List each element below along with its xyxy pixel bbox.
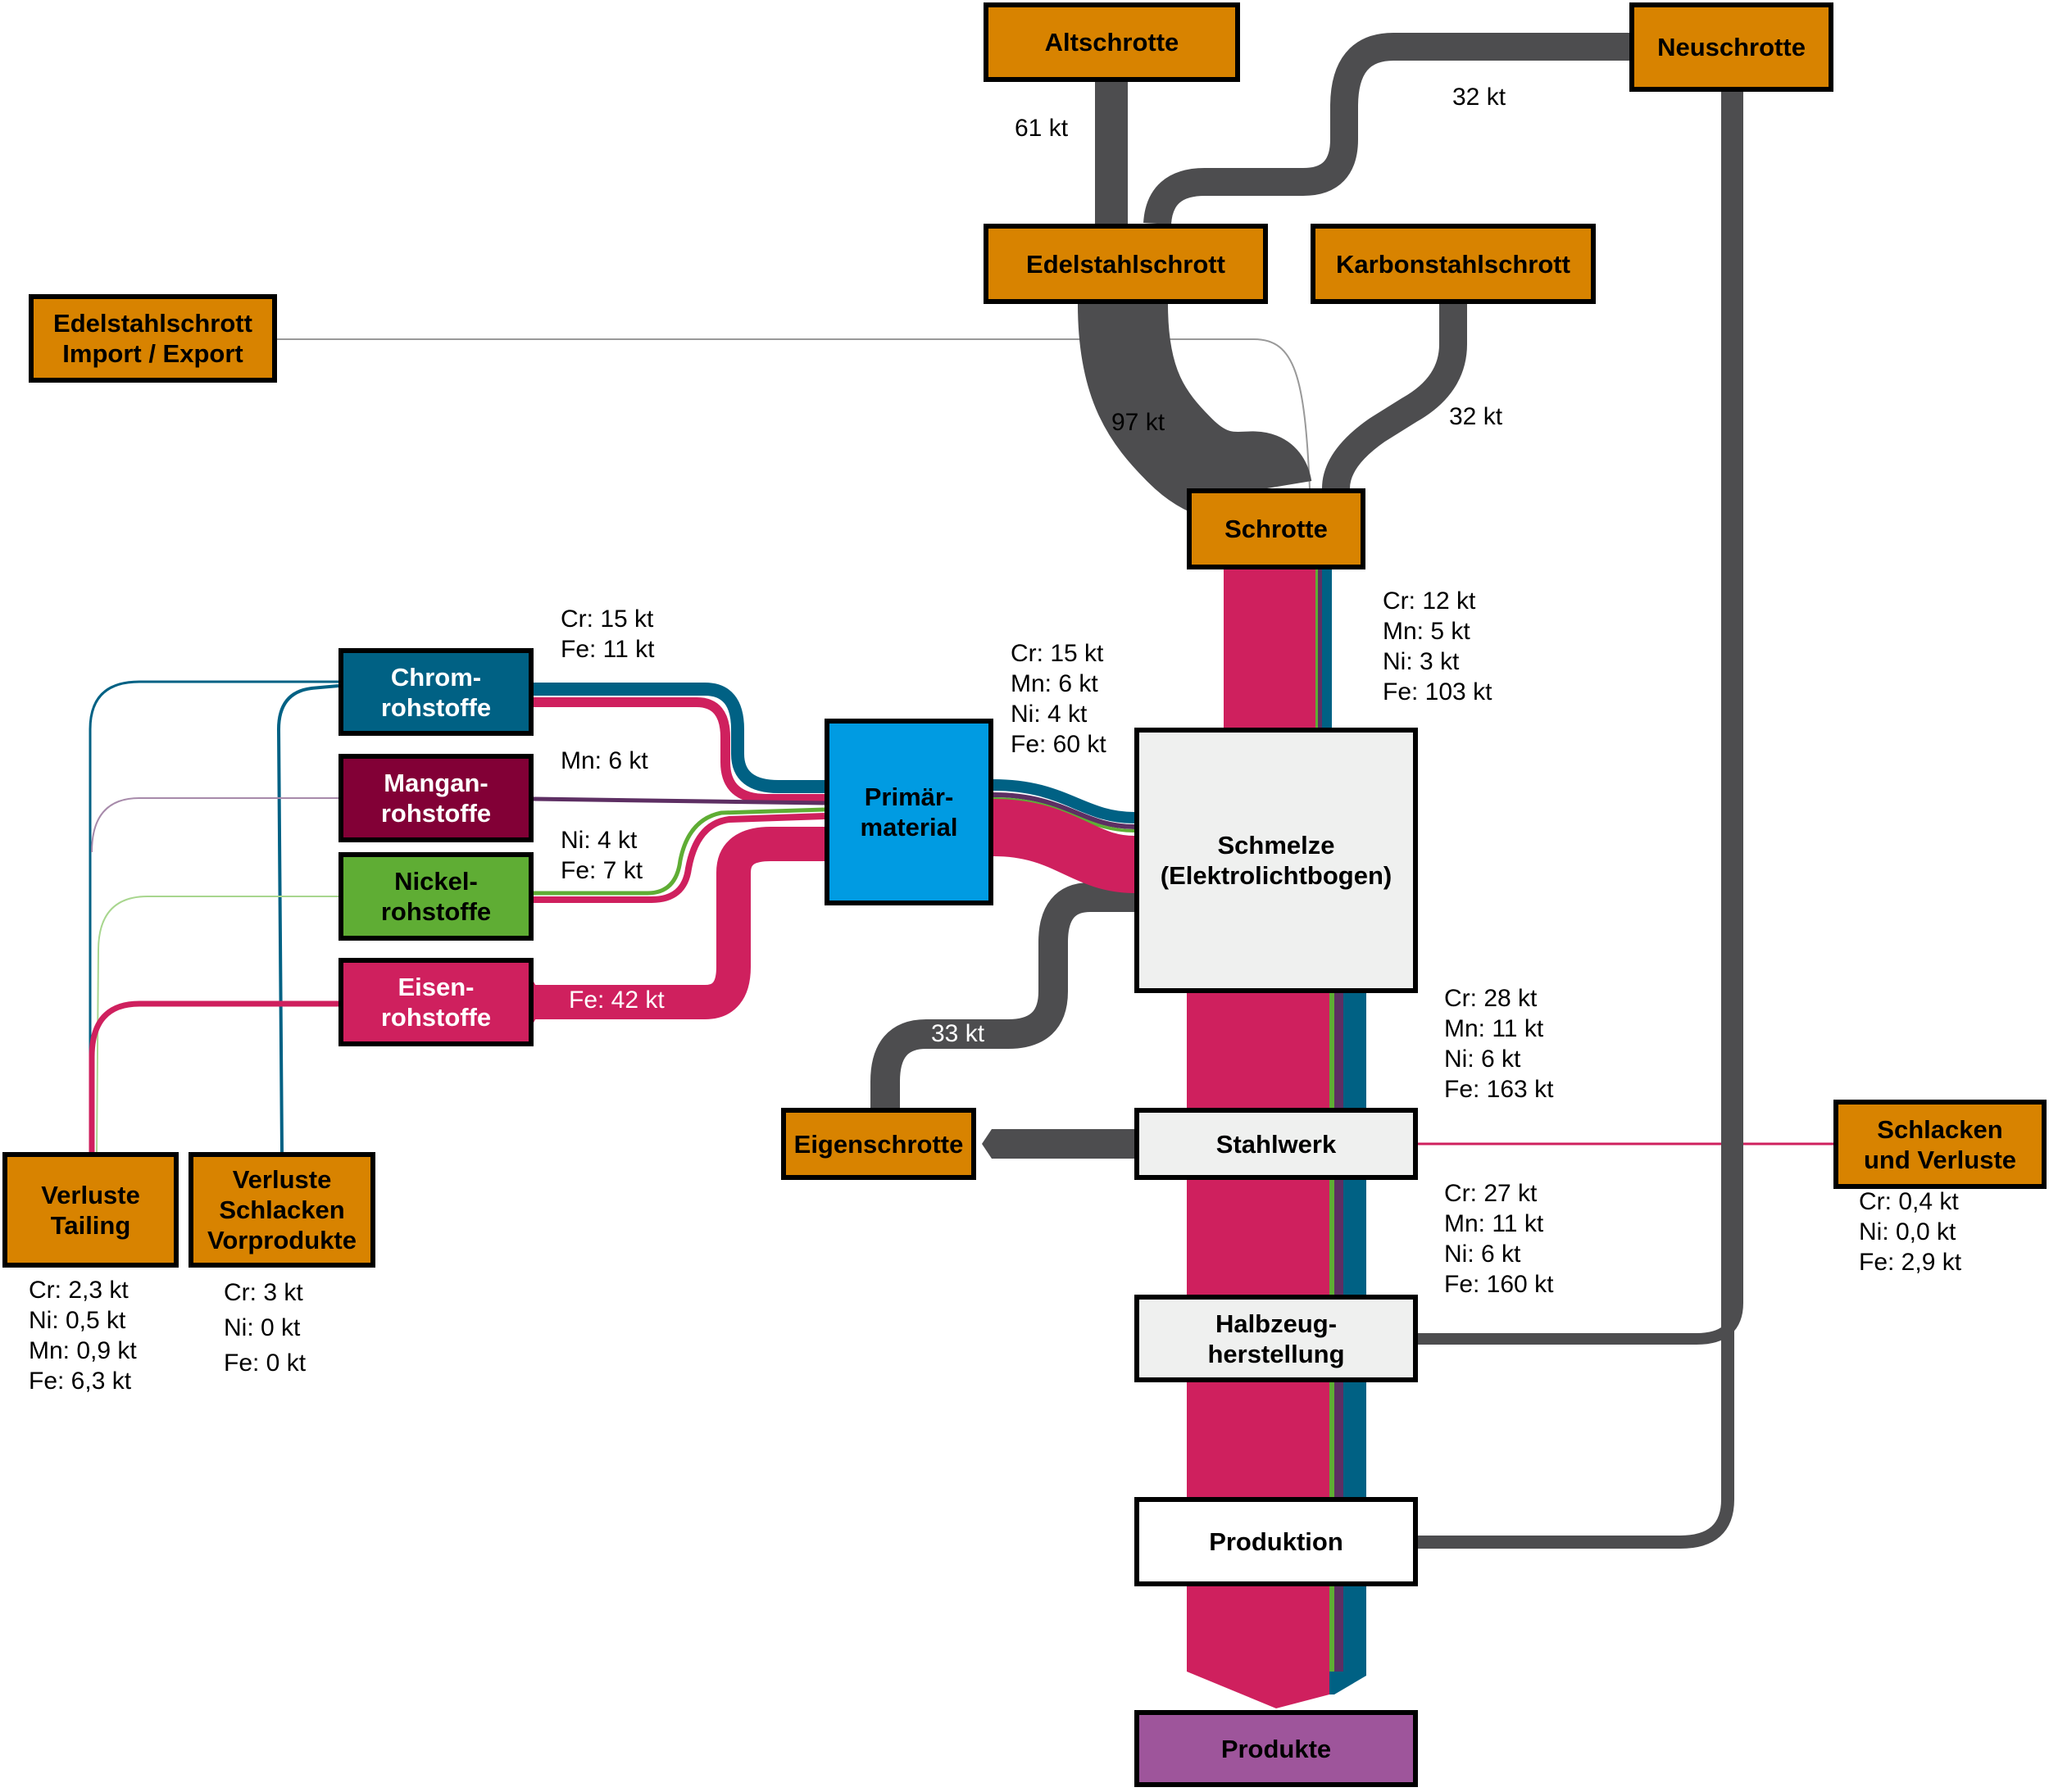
label-line: Fe: 6,3 kt — [29, 1368, 132, 1395]
flow-neuschrotte-to-edelstahl — [1143, 33, 1629, 225]
label-line: Mn: 6 kt — [1011, 670, 1098, 697]
label-eisen-flow: Fe: 42 kt — [569, 985, 665, 1015]
label-verluste-vorprodukte: Cr: 3 kt Ni: 0 kt Fe: 0 kt — [224, 1275, 306, 1381]
produkte-arrow — [1187, 1672, 1329, 1708]
label-line: Cr: 2,3 kt — [29, 1277, 129, 1304]
flow-primaer-to-schmelze-fe — [993, 799, 1136, 893]
node-chromrohstoffe[interactable]: Chrom- rohstoffe — [338, 648, 534, 736]
node-nickelrohstoffe[interactable]: Nickel- rohstoffe — [338, 852, 534, 941]
label-line: Cr: 28 kt — [1444, 985, 1538, 1012]
flow-primaer-to-schmelze-mn — [993, 792, 1135, 829]
label-line: Mn: 5 kt — [1383, 618, 1470, 645]
node-halbzeug[interactable]: Halbzeug- herstellung — [1134, 1295, 1418, 1382]
label-line: Cr: 12 kt — [1383, 588, 1476, 615]
label-line: Ni: 4 kt — [561, 827, 638, 854]
node-verluste-tailing[interactable]: Verluste Tailing — [2, 1152, 179, 1268]
label-line: Cr: 0,4 kt — [1859, 1188, 1959, 1215]
label-line: Fe: 0 kt — [224, 1350, 307, 1377]
flow-stahlwerk-to-eigenschrotte — [982, 1129, 1134, 1159]
flow-nickel-to-primaer-ni — [534, 807, 825, 896]
node-edelstahlschrott[interactable]: Edelstahlschrott — [984, 224, 1268, 304]
node-schrotte[interactable]: Schrotte — [1187, 488, 1365, 569]
label-line: Cr: 15 kt — [561, 606, 654, 633]
label-line: Mn: 6 kt — [561, 747, 648, 774]
label-line: Ni: 4 kt — [1011, 701, 1088, 728]
label-line: Cr: 27 kt — [1444, 1180, 1538, 1207]
flow-mangan-to-primaer — [533, 796, 825, 805]
flow-edelstahl-to-schrotte — [1078, 303, 1312, 522]
label-schmelze-flow: Cr: 28 kt Mn: 11 kt Ni: 6 kt Fe: 163 kt — [1444, 983, 1553, 1105]
label-line: Mn: 0,9 kt — [29, 1337, 137, 1364]
label-line: Ni: 6 kt — [1444, 1046, 1521, 1073]
node-manganrohstoffe[interactable]: Mangan- rohstoffe — [338, 754, 534, 842]
label-chrom-flow: Cr: 15 kt Fe: 11 kt — [561, 604, 655, 665]
label-line: Fe: 103 kt — [1383, 678, 1492, 705]
label-schlacken-verluste: Cr: 0,4 kt Ni: 0,0 kt Fe: 2,9 kt — [1859, 1186, 1961, 1277]
label-line: Ni: 0 kt — [224, 1314, 301, 1341]
flow-primaer-to-schmelze-cr — [993, 779, 1135, 823]
label-line: Fe: 11 kt — [561, 636, 655, 663]
node-schmelze[interactable]: Schmelze (Elektrolichtbogen) — [1134, 728, 1418, 993]
flow-import-export-to-schrotte — [277, 338, 1311, 489]
label-stahlwerk-flow: Cr: 27 kt Mn: 11 kt Ni: 6 kt Fe: 160 kt — [1444, 1178, 1553, 1300]
label-altschrotte-flow: 61 kt — [1015, 115, 1069, 142]
node-verluste-schlacken-vorprodukte[interactable]: Verluste Schlacken Vorprodukte — [189, 1152, 375, 1268]
node-eisenrohstoffe[interactable]: Eisen- rohstoffe — [338, 958, 534, 1046]
flow-mangan-to-verluste — [91, 797, 338, 853]
label-line: Fe: 60 kt — [1011, 731, 1106, 758]
label-line: Ni: 0,5 kt — [29, 1307, 126, 1334]
label-mangan-flow: Mn: 6 kt — [561, 746, 648, 776]
label-neuschrotte-flow: 32 kt — [1452, 84, 1506, 111]
label-primaer-flow: Cr: 15 kt Mn: 6 kt Ni: 4 kt Fe: 60 kt — [1011, 638, 1106, 760]
label-line: Ni: 0,0 kt — [1859, 1218, 1956, 1245]
flow-nickel-to-primaer-fe — [534, 813, 825, 903]
flow-chrom-to-primaer-cr — [534, 683, 825, 793]
label-karbon-flow: 32 kt — [1449, 403, 1503, 430]
node-eigenschrotte[interactable]: Eigenschrotte — [781, 1108, 976, 1180]
flow-eisen-to-primaer — [534, 827, 825, 1019]
node-produkte[interactable]: Produkte — [1134, 1710, 1418, 1787]
label-line: Fe: 163 kt — [1444, 1076, 1554, 1103]
node-produktion[interactable]: Produktion — [1134, 1497, 1418, 1586]
flow-schmelze-to-eigenschrotte — [870, 882, 1134, 1108]
node-import-export[interactable]: Edelstahlschrott Import / Export — [29, 294, 277, 383]
label-line: Mn: 11 kt — [1444, 1210, 1544, 1237]
label-eigenschrotte-flow: 33 kt — [931, 1020, 985, 1047]
flow-karbon-to-schrotte — [1322, 304, 1467, 490]
node-primaermaterial[interactable]: Primär- material — [825, 719, 993, 905]
flow-eisen-to-verluste-tailing — [89, 1000, 338, 1152]
trunk-schrotte-to-schmelze — [1224, 569, 1332, 728]
label-line: Fe: 42 kt — [569, 987, 665, 1014]
label-line: Mn: 11 kt — [1444, 1015, 1544, 1042]
label-edelstahl-flow: 97 kt — [1111, 409, 1165, 436]
node-neuschrotte[interactable]: Neuschrotte — [1629, 2, 1833, 92]
node-altschrotte[interactable]: Altschrotte — [984, 2, 1240, 82]
label-line: Fe: 160 kt — [1444, 1271, 1554, 1298]
flow-chrom-to-verluste-tailing — [89, 680, 338, 1152]
label-line: Cr: 3 kt — [224, 1279, 303, 1306]
label-line: Fe: 7 kt — [561, 857, 643, 884]
flow-chrom-to-verluste-vorprodukte — [276, 684, 339, 1153]
label-line: Cr: 15 kt — [1011, 640, 1104, 667]
flow-chrom-to-primaer-fe — [534, 697, 825, 804]
label-verluste-tailing: Cr: 2,3 kt Ni: 0,5 kt Mn: 0,9 kt Fe: 6,3… — [29, 1275, 137, 1396]
flow-neuschrotte-to-produktion — [1418, 92, 1734, 1549]
label-line: Ni: 3 kt — [1383, 648, 1460, 675]
node-karbonstahlschrott[interactable]: Karbonstahlschrott — [1311, 224, 1596, 304]
flow-nickel-to-verluste — [96, 896, 338, 1153]
node-schlacken-verluste[interactable]: Schlacken und Verluste — [1833, 1100, 2047, 1189]
label-line: Fe: 2,9 kt — [1859, 1249, 1962, 1276]
node-stahlwerk[interactable]: Stahlwerk — [1134, 1108, 1418, 1180]
label-schrotte-flow: Cr: 12 kt Mn: 5 kt Ni: 3 kt Fe: 103 kt — [1383, 586, 1492, 707]
flow-eisen-arrow — [534, 982, 545, 1023]
label-line: Ni: 6 kt — [1444, 1241, 1521, 1268]
produkte-arrow-right — [1329, 1672, 1366, 1694]
label-nickel-flow: Ni: 4 kt Fe: 7 kt — [561, 825, 643, 886]
